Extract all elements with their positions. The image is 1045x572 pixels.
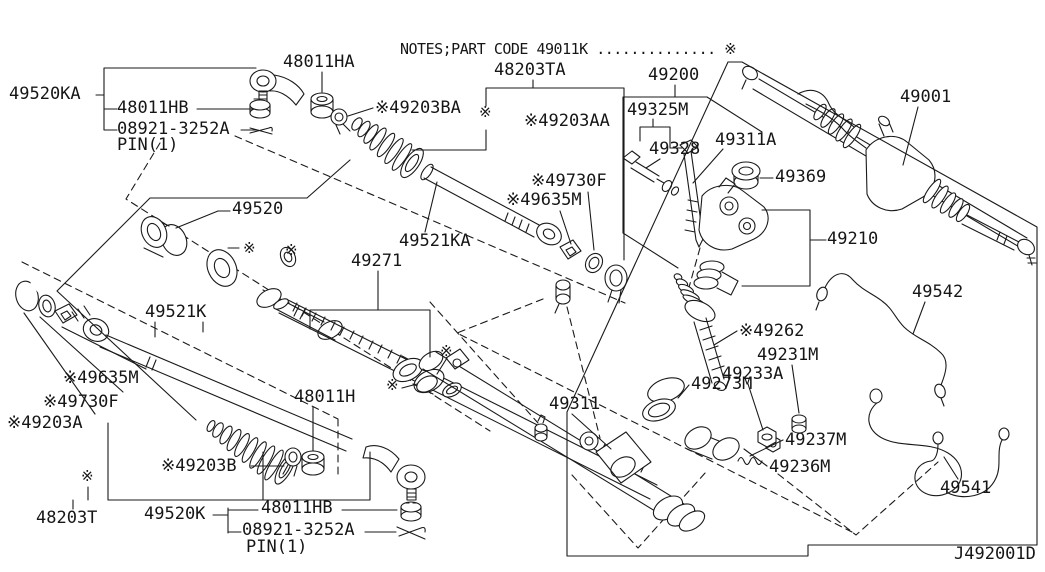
inner-tie-rod-49521ka-drawing xyxy=(423,166,628,304)
part-label-48203t: 48203T xyxy=(36,508,98,528)
part-label-49203a: ※49203A xyxy=(7,413,83,433)
part-label-48011ha: 48011HA xyxy=(283,52,355,72)
pipe-49542-drawing xyxy=(815,273,947,407)
part-label-49203aa: ※49203AA xyxy=(524,111,610,131)
part-label-49210: 49210 xyxy=(827,229,879,249)
part-label-49635m: ※49635M xyxy=(506,190,582,210)
part-label-48011h: 48011H xyxy=(294,387,356,407)
part-label-48011hb: 48011HB xyxy=(261,498,333,518)
part-label-49541: 49541 xyxy=(940,478,992,498)
part-label-49520: 49520 xyxy=(232,199,284,219)
part-label-49203ba: ※49203BA xyxy=(375,98,461,118)
part-label-49271: 49271 xyxy=(351,251,403,271)
reference-mark: ※ xyxy=(243,239,256,257)
pinion-group-drawing xyxy=(622,139,807,466)
rack-housing-49311-drawing xyxy=(418,279,706,532)
reference-mark: ※ xyxy=(81,467,94,485)
part-label-49233a: 49233A xyxy=(722,364,784,384)
part-label-pin(1): PIN(1) xyxy=(246,537,308,557)
notes-part-code-text: NOTES;PART CODE 49011K .............. ※ xyxy=(400,40,737,58)
part-label-49311a: 49311A xyxy=(715,130,777,150)
boot-48203ta-drawing xyxy=(351,117,434,181)
part-label-08921-3252a: 08921-3252A xyxy=(117,119,230,139)
part-label-49231m: 49231M xyxy=(757,345,819,365)
leader-lines-and-brackets xyxy=(23,61,1038,557)
part-label-48203ta: 48203TA xyxy=(494,60,566,80)
part-label-49237m: 49237M xyxy=(785,430,847,450)
rack-gear-49271-drawing xyxy=(140,216,658,500)
part-label-49730f: ※49730F xyxy=(531,171,607,191)
part-label-49730f: ※49730F xyxy=(43,392,119,412)
part-label-49369: 49369 xyxy=(775,167,827,187)
part-label-49203b: ※49203B xyxy=(161,456,237,476)
part-label-48011hb: 48011HB xyxy=(117,98,189,118)
part-label-49520ka: 49520KA xyxy=(9,84,81,104)
part-label-08921-3252a: 08921-3252A xyxy=(242,520,355,540)
reference-mark: ※ xyxy=(440,342,453,360)
part-label-49635m: ※49635M xyxy=(63,368,139,388)
outer-tie-rod-end-49520k-drawing xyxy=(362,445,426,540)
outer-tie-rod-end-upper-drawing xyxy=(249,69,351,135)
part-label-49262: ※49262 xyxy=(739,321,805,341)
steering-gear-assembly-drawing xyxy=(741,65,1037,266)
part-label-49001: 49001 xyxy=(900,87,952,107)
part-label-49521ka: 49521KA xyxy=(399,231,471,251)
part-label-49328: 49328 xyxy=(649,139,701,159)
reference-mark: ※ xyxy=(285,241,298,259)
part-label-49200: 49200 xyxy=(648,65,700,85)
part-label-49311: 49311 xyxy=(549,394,601,414)
part-label-49236m: 49236M xyxy=(769,457,831,477)
part-label-49542: 49542 xyxy=(912,282,964,302)
pipe-49541-drawing xyxy=(868,388,1010,498)
part-label-pin(1): PIN(1) xyxy=(117,135,179,155)
part-label-49521k: 49521K xyxy=(145,302,207,322)
part-label-49520k: 49520K xyxy=(144,504,206,524)
diagram-id: J492001D xyxy=(954,544,1036,564)
part-label-49325m: 49325M xyxy=(627,100,689,120)
reference-mark: ※ xyxy=(479,103,492,121)
part-label-49273m: 49273M xyxy=(691,374,753,394)
inner-tie-rod-49521k-drawing xyxy=(15,280,353,485)
reference-mark: ※ xyxy=(386,376,399,394)
